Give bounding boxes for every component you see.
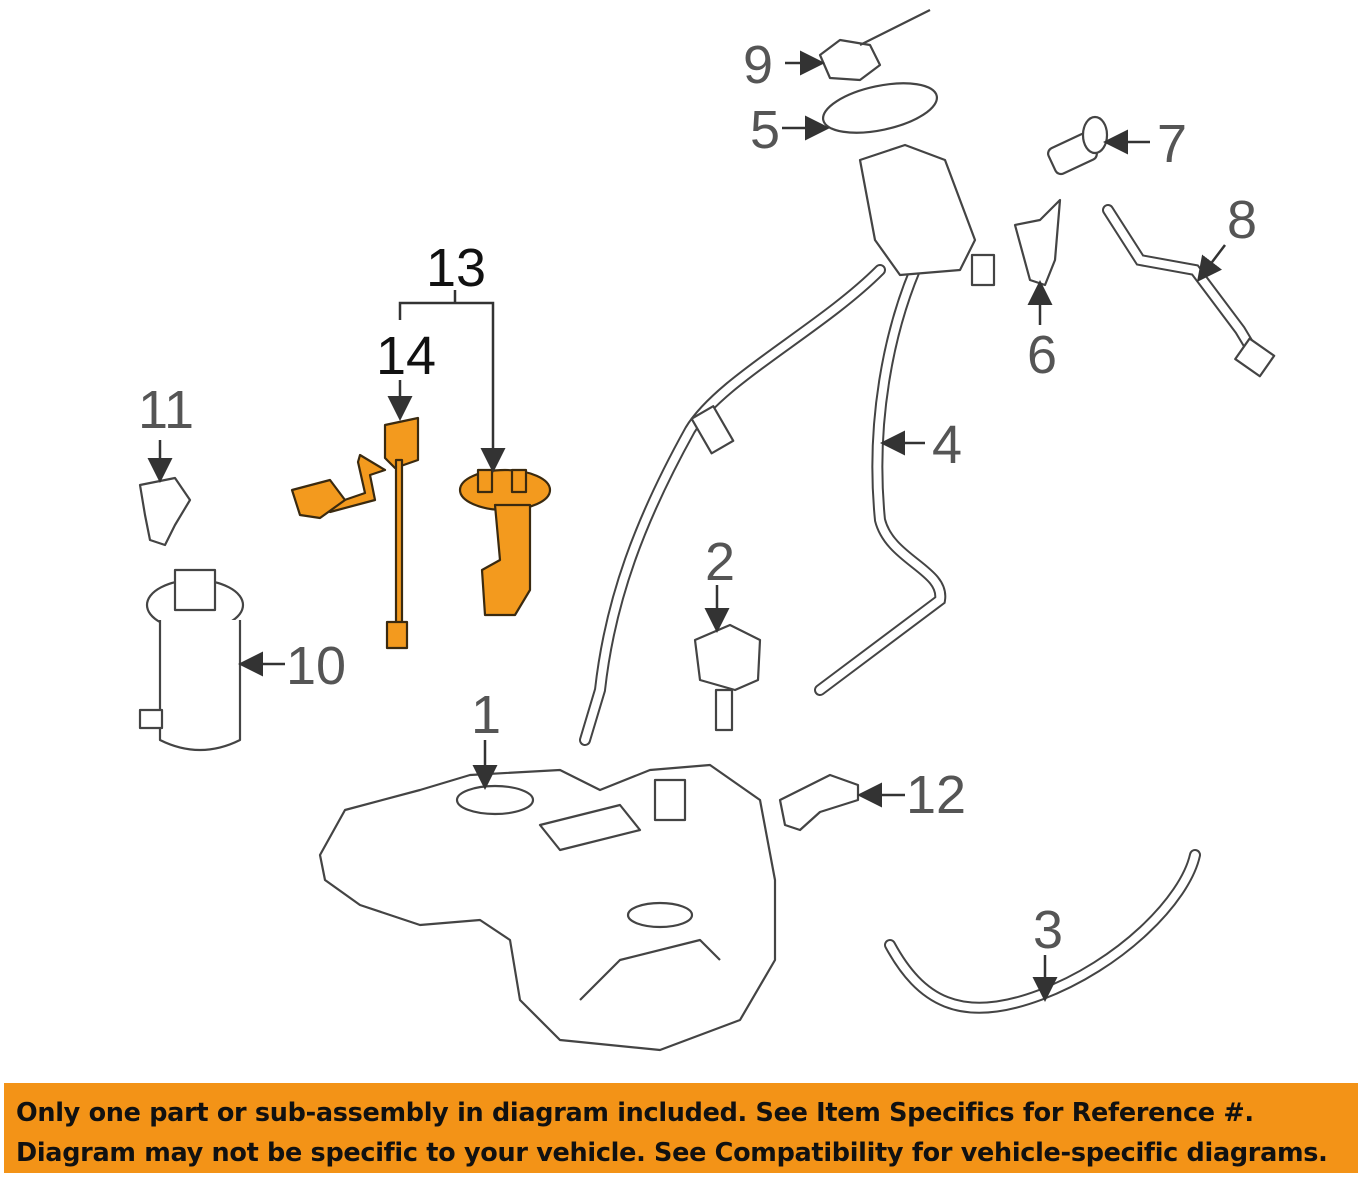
disclaimer-line-2: Diagram may not be specific to your vehi… [16,1138,1328,1168]
callout-8: 8 [1227,190,1257,250]
callout-1: 1 [471,685,501,745]
callout-6: 6 [1027,325,1057,385]
sensor-part-11 [138,476,192,547]
callout-13: 13 [426,238,486,298]
connector-part-6 [1013,198,1062,287]
bracket-part-12 [778,773,860,832]
disclaimer-banner: Only one part or sub-assembly in diagram… [4,1083,1358,1173]
sending-unit-part-14 [290,416,420,650]
filter-part-10 [138,568,245,752]
bolt-part-7 [1047,115,1109,176]
fuel-tank-part-1 [318,763,777,1052]
callout-4: 4 [932,415,962,475]
callout-10: 10 [286,636,346,696]
callout-5: 5 [750,100,780,160]
callout-7: 7 [1157,114,1187,174]
filler-tube-part-4 [579,143,996,746]
gasket-part-5 [821,82,939,134]
hose-part-8 [1102,204,1276,378]
fuel-pump-module-part-13 [458,468,552,617]
callout-9: 9 [743,35,773,95]
callout-14: 14 [376,326,436,386]
disclaimer-line-1: Only one part or sub-assembly in diagram… [16,1098,1254,1128]
callout-12: 12 [906,765,966,825]
callout-2: 2 [705,532,735,592]
cap-part-9 [818,9,931,82]
callout-3: 3 [1033,900,1063,960]
bracket-part-2 [693,623,762,732]
leader-lines [147,50,1226,1002]
callout-11: 11 [138,380,194,440]
